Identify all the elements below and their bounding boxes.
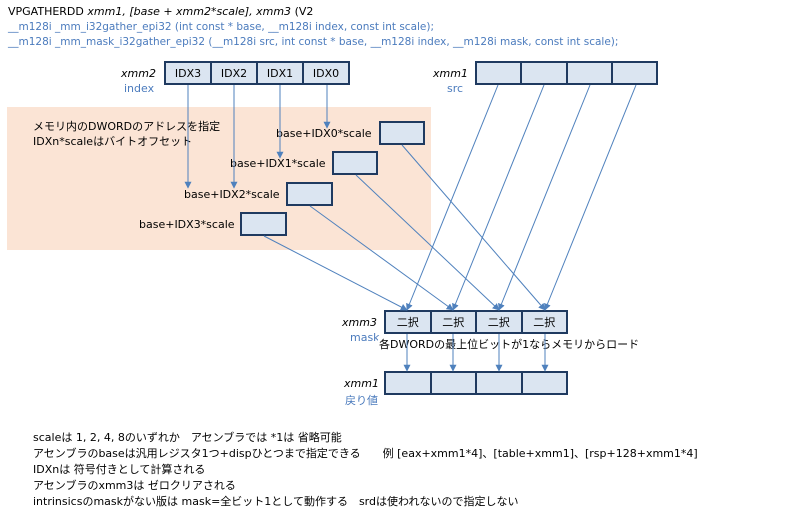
instruction-suffix: (V2 [294,5,314,18]
xmm1-src-cell [568,63,613,83]
arrow-src0-to-mask [406,84,499,311]
footer-note-4: アセンブラのxmm3は ゼロクリアされる [33,479,236,492]
xmm2-sub-label: index [124,82,155,95]
xmm1-src-register [475,61,658,85]
xmm2-cell-idx2: IDX2 [212,63,258,83]
address-idx3-label: base+IDX3*scale [139,218,235,231]
memory-dword-idx0 [379,121,425,145]
memory-dword-idx3 [240,212,287,236]
memory-dword-idx1 [332,151,378,175]
xmm3-sub-label: mask [350,331,380,344]
xmm3-cell: 二択 [477,312,523,332]
arrow-mem1-to-mask [355,174,500,311]
xmm1-return-cell [432,373,477,393]
xmm1-return-cell [386,373,432,393]
xmm2-label: xmm2 [121,67,156,80]
footer-note-5: intrinsicsのmaskがない版は mask=全ビット1として動作する s… [33,495,519,508]
xmm3-cell: 二択 [432,312,477,332]
xmm1-src-sub-label: src [447,82,464,95]
arrow-src3-to-mask [544,84,637,311]
xmm2-cell-idx1: IDX1 [258,63,304,83]
xmm3-cell: 二択 [386,312,432,332]
arrow-src2-to-mask [498,84,591,311]
intrinsic-gather: __m128i _mm_i32gather_epi32 (int const *… [8,21,435,33]
arrow-mem2-to-mask [309,205,454,311]
arrow-mem0-to-mask [401,144,546,311]
footer-note-2: アセンブラのbaseは汎用レジスタ1つ+dispひとつまで指定できる 例 [ea… [33,447,698,460]
intrinsic-mask-gather: __m128i _mm_mask_i32gather_epi32 (__m128… [8,36,619,48]
instruction-mnemonic: VPGATHERDD [8,5,84,18]
footer-note-3: IDXnは 符号付きとして計算される [33,463,206,476]
xmm1-return-cell [477,373,523,393]
xmm1-return-register [384,371,568,395]
xmm1-return-sub-label: 戻り値 [345,394,378,407]
xmm1-return-label: xmm1 [344,377,379,390]
xmm1-src-label: xmm1 [433,67,468,80]
arrow-mem3-to-mask [263,235,408,311]
instruction-signature: VPGATHERDD xmm1, [base + xmm2*scale], xm… [8,6,313,18]
address-idx2-label: base+IDX2*scale [184,188,280,201]
address-idx1-label: base+IDX1*scale [230,157,326,170]
xmm3-label: xmm3 [342,316,377,329]
xmm1-src-cell [522,63,568,83]
memory-note-line1: メモリ内のDWORDのアドレスを指定 [33,120,221,133]
arrow-src1-to-mask [452,84,545,311]
footer-note-1: scaleは 1, 2, 4, 8のいずれか アセンブラでは *1は 省略可能 [33,431,342,444]
xmm2-cell-idx3: IDX3 [166,63,212,83]
xmm1-src-cell [477,63,523,83]
xmm3-register: 二択 二択 二択 二択 [384,310,568,334]
xmm2-register: IDX3 IDX2 IDX1 IDX0 [164,61,350,85]
mask-note: 各DWORDの最上位ビットが1ならメモリからロード [378,338,641,352]
memory-note-line2: IDXn*scaleはバイトオフセット [33,135,193,148]
xmm3-cell: 二択 [533,316,556,329]
address-idx0-label: base+IDX0*scale [276,127,372,140]
instruction-operands: xmm1, [base + xmm2*scale], xmm3 [87,5,292,18]
memory-dword-idx2 [286,182,333,206]
xmm2-cell-idx0: IDX0 [312,66,340,80]
